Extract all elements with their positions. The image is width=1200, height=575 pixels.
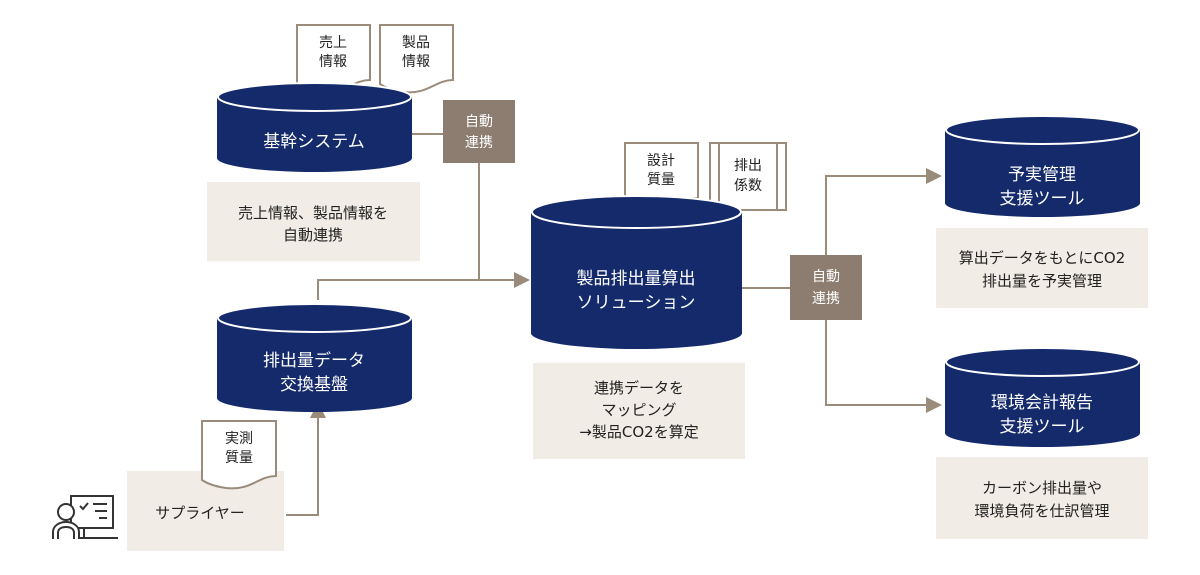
arrow-to-budget bbox=[926, 168, 942, 184]
svg-text:連携: 連携 bbox=[465, 135, 493, 151]
core-system-cylinder: 基幹システム bbox=[217, 82, 412, 173]
supplier-label: サプライヤー bbox=[155, 504, 245, 522]
connector-badge-to-env bbox=[825, 320, 928, 406]
connector-exchange-to-solution bbox=[317, 279, 518, 300]
svg-text:連携: 連携 bbox=[812, 291, 840, 307]
budget-tool-cylinder: 予実管理 支援ツール bbox=[945, 115, 1140, 218]
auto-link-badge-top: 自動 連携 bbox=[443, 100, 515, 163]
svg-text:算出データをもとにCO2: 算出データをもとにCO2 bbox=[959, 249, 1126, 267]
budget-tool-label-1: 予実管理 bbox=[1008, 165, 1076, 185]
env-tool-note: カーボン排出量や 環境負荷を仕訳管理 bbox=[936, 457, 1148, 539]
exchange-platform-label-2: 交換基盤 bbox=[280, 375, 348, 395]
solution: 設計 質量 排出 係数 製品排出量算出 ソリューション 連携データを マッピング… bbox=[531, 142, 787, 459]
arrow-to-env bbox=[926, 397, 942, 413]
svg-text:環境負荷を仕訳管理: 環境負荷を仕訳管理 bbox=[974, 502, 1109, 520]
budget-tool-note: 算出データをもとにCO2 排出量を予実管理 bbox=[936, 228, 1148, 308]
exchange-platform-label-1: 排出量データ bbox=[263, 350, 365, 371]
svg-text:→製品CO2を算定: →製品CO2を算定 bbox=[579, 423, 698, 441]
env-tool-label-2: 支援ツール bbox=[1000, 417, 1085, 437]
person-at-monitor-icon bbox=[52, 495, 118, 539]
svg-text:質量: 質量 bbox=[647, 172, 675, 188]
svg-text:売上情報、製品情報を: 売上情報、製品情報を bbox=[238, 204, 388, 222]
svg-text:排出量を予実管理: 排出量を予実管理 bbox=[982, 272, 1102, 290]
svg-text:自動: 自動 bbox=[812, 269, 840, 285]
svg-text:実測: 実測 bbox=[225, 431, 253, 447]
svg-text:情報: 情報 bbox=[319, 54, 347, 70]
env-tool-cylinder: 環境会計報告 支援ツール bbox=[945, 347, 1140, 448]
svg-text:製品: 製品 bbox=[402, 35, 430, 51]
svg-text:設計: 設計 bbox=[647, 153, 675, 169]
connector-badge-to-budget bbox=[825, 175, 928, 255]
svg-text:マッピング: マッピング bbox=[601, 401, 676, 419]
svg-text:排出: 排出 bbox=[734, 158, 762, 174]
doc-product-info: 製品 情報 bbox=[379, 24, 454, 94]
svg-text:質量: 質量 bbox=[225, 450, 253, 466]
connector-supplier-to-exchange bbox=[286, 412, 319, 516]
arrow-to-solution bbox=[514, 272, 530, 288]
svg-text:自動: 自動 bbox=[465, 114, 493, 130]
exchange-platform-cylinder: 排出量データ 交換基盤 bbox=[217, 303, 412, 413]
svg-text:売上: 売上 bbox=[319, 35, 347, 51]
budget-tool-label-2: 支援ツール bbox=[1000, 189, 1085, 209]
env-tool-label-1: 環境会計報告 bbox=[991, 393, 1093, 413]
core-system: 売上 情報 製品 情報 基幹システム 売上情報、製品情報を 自動連携 bbox=[207, 24, 454, 261]
solution-label-1: 製品排出量算出 bbox=[577, 269, 696, 289]
budget-tool: 予実管理 支援ツール 算出データをもとにCO2 排出量を予実管理 bbox=[936, 115, 1148, 308]
svg-text:情報: 情報 bbox=[402, 54, 430, 70]
solution-label-2: ソリューション bbox=[577, 293, 696, 313]
core-system-note: 売上情報、製品情報を 自動連携 bbox=[207, 182, 420, 261]
supplier: 実測 質量 サプライヤー bbox=[52, 420, 284, 551]
svg-text:係数: 係数 bbox=[734, 178, 762, 194]
doc-measured-mass: 実測 質量 bbox=[201, 420, 277, 490]
svg-text:カーボン排出量や: カーボン排出量や bbox=[982, 479, 1102, 497]
core-system-label: 基幹システム bbox=[263, 131, 365, 152]
svg-text:連携データを: 連携データを bbox=[594, 379, 684, 397]
env-accounting-tool: 環境会計報告 支援ツール カーボン排出量や 環境負荷を仕訳管理 bbox=[936, 347, 1148, 539]
doc-design-mass: 設計 質量 bbox=[624, 142, 699, 212]
solution-note: 連携データを マッピング →製品CO2を算定 bbox=[533, 363, 745, 459]
supplier-box bbox=[127, 471, 284, 551]
auto-link-badge-right: 自動 連携 bbox=[790, 255, 862, 320]
doc-emission-factor: 排出 係数 bbox=[709, 142, 787, 211]
solution-cylinder: 製品排出量算出 ソリューション bbox=[531, 195, 742, 349]
svg-text:自動連携: 自動連携 bbox=[283, 226, 343, 244]
